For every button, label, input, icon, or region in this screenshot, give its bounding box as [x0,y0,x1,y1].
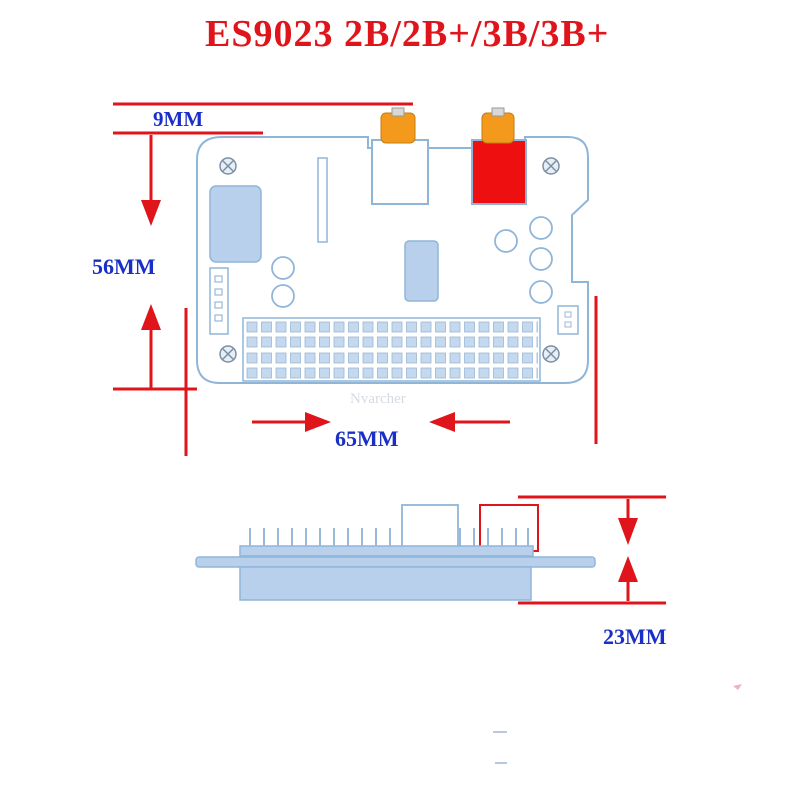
vertical-strip-component [317,157,328,243]
dac-chip [404,240,439,302]
stray-mark-1 [493,731,507,733]
side-view-top-strip [239,545,534,557]
capacitors [271,216,553,308]
side-view-rca-box [401,504,459,552]
rca-left-connector [371,107,429,205]
offset-dimension-label: 9MM [153,107,204,131]
watermark: Nvarcher [350,391,406,407]
mount-hole-top-right [542,157,560,175]
gpio-header [242,317,541,382]
side-connector-pins [214,275,223,322]
side-connector [209,267,229,335]
diagram-title: ES9023 2B/2B+/3B/3B+ [205,13,610,55]
height-dimension-label: 56MM [92,254,156,279]
stray-mark-2 [495,762,507,764]
large-chip [209,185,262,263]
thickness-dimension-lines [518,495,666,605]
side-view-pcb [195,556,596,568]
mount-hole-bottom-left [219,345,237,363]
mount-hole-bottom-right [542,345,560,363]
mount-hole-top-left [219,157,237,175]
rca-right-connector [471,107,527,205]
side-view [195,504,596,601]
dimension-lines [113,102,598,456]
side-view-bottom-block [239,566,532,601]
side-view-header-pins [243,528,533,548]
corner-mark [733,684,742,690]
thickness-dimension-label: 23MM [603,624,667,649]
right-small-connector [557,305,579,335]
width-dimension-label: 65MM [335,426,399,451]
